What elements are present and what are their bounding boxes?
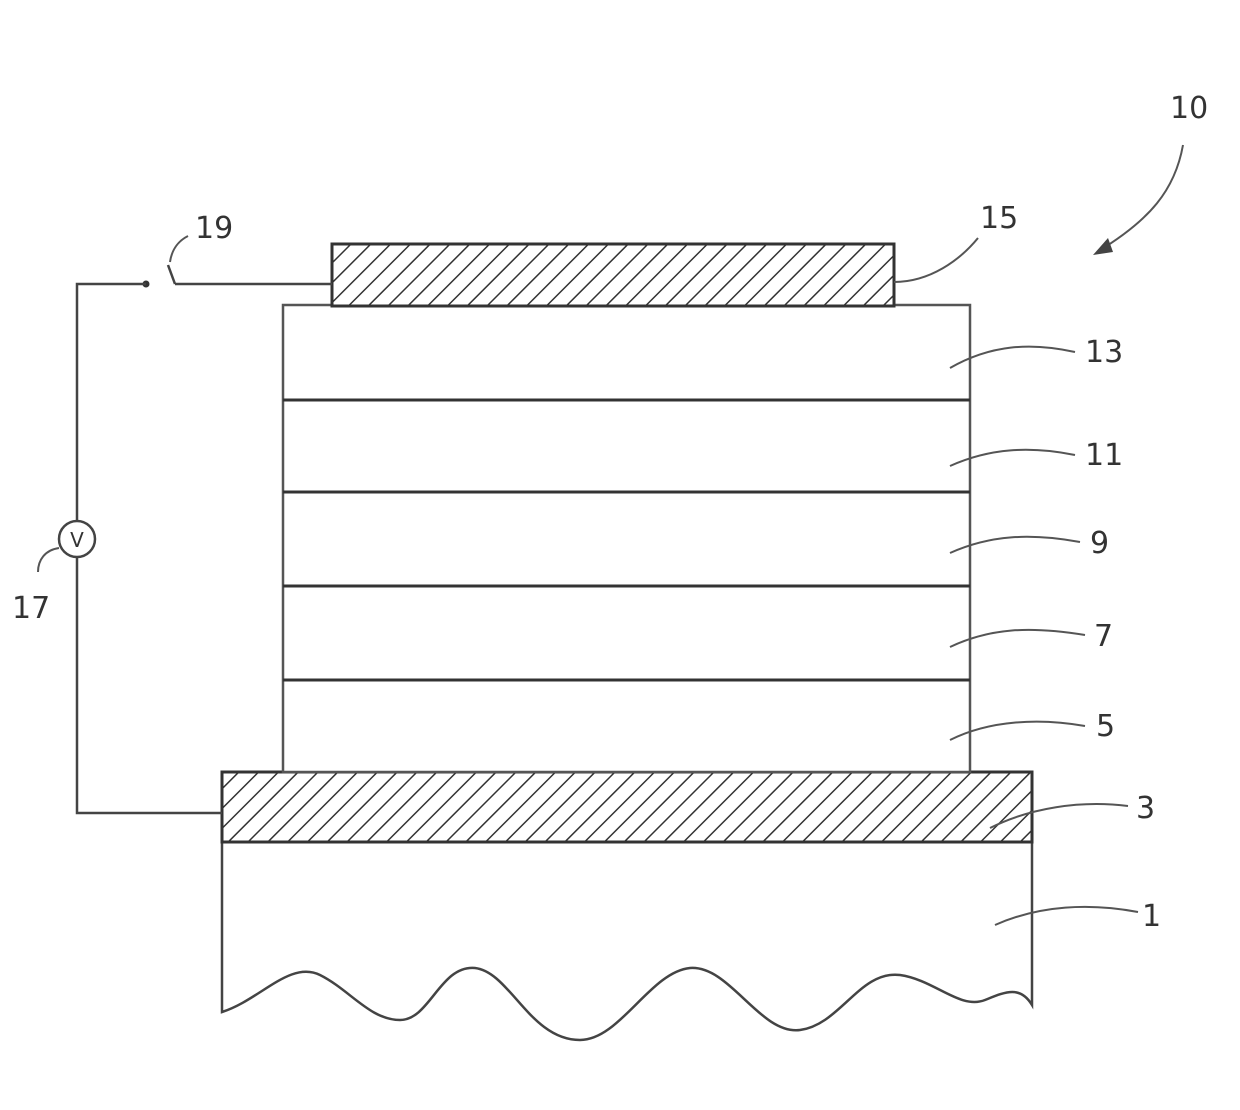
wire-left-lower bbox=[77, 558, 222, 813]
voltmeter-symbol: V bbox=[70, 528, 84, 552]
label-device: 10 bbox=[1170, 91, 1208, 126]
top-electrode bbox=[332, 244, 894, 306]
leader-17 bbox=[38, 548, 59, 572]
label-substrate: 1 bbox=[1142, 899, 1161, 934]
label-layer-11: 11 bbox=[1085, 438, 1123, 473]
leader-1 bbox=[995, 907, 1138, 925]
label-layer-9: 9 bbox=[1090, 526, 1109, 561]
bottom-electrode bbox=[222, 772, 1032, 842]
device-arrow bbox=[1097, 145, 1183, 252]
label-layer-13: 13 bbox=[1085, 335, 1123, 370]
substrate bbox=[222, 842, 1032, 1040]
label-top-electrode: 15 bbox=[980, 201, 1018, 236]
device-arrowhead bbox=[1093, 238, 1113, 255]
layer-stack bbox=[283, 305, 970, 772]
leader-19 bbox=[170, 236, 188, 262]
label-switch: 19 bbox=[195, 211, 233, 246]
label-bottom-electrode: 3 bbox=[1136, 791, 1155, 826]
label-voltage-source: 17 bbox=[12, 591, 50, 626]
switch-symbol bbox=[168, 265, 175, 284]
label-layer-5: 5 bbox=[1096, 709, 1115, 744]
wire-left-upper bbox=[77, 284, 146, 520]
leader-15 bbox=[894, 238, 978, 282]
label-layer-7: 7 bbox=[1094, 619, 1113, 654]
